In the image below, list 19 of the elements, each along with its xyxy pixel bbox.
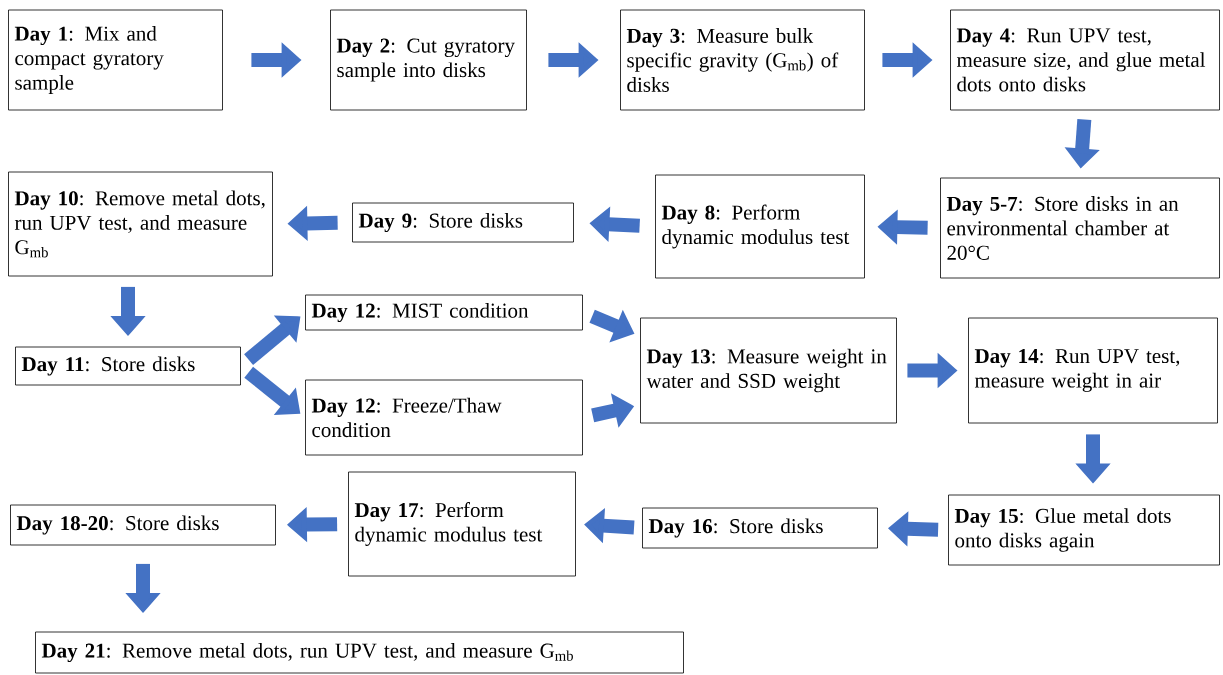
step-box: Day 17: Perform dynamic modulus test <box>348 471 576 577</box>
step-box: Day 21: Remove metal dots, run UPV test, and measure G$_{mb}$ <box>35 631 684 674</box>
step-box: Day 18-20: Store disks <box>10 504 276 546</box>
step-box: Day 11: Store disks <box>15 346 241 386</box>
step-box: Day 8: Perform dynamic modulus test <box>655 174 865 279</box>
step-box: Day 13: Measure weight in water and SSD weight <box>640 317 897 424</box>
step-box: Day 4: Run UPV test, measure size, and glue metal dots onto disks <box>950 9 1220 111</box>
step-box: Day 12: Freeze/Thaw condition <box>305 379 583 456</box>
step-box: Day 3: Measure bulk specific gravity (G$_{mb}$) of disks <box>620 9 865 111</box>
block-arrow <box>244 315 301 365</box>
step-box: Day 10: Remove metal dots, run UPV test, and measure G$_{mb}$ <box>8 171 273 277</box>
step-box: Day 9: Store disks <box>352 202 574 243</box>
step-box: Day 1: Mix and compact gyratory sample <box>8 9 223 111</box>
step-box: Day 15: Glue metal dots onto disks again <box>948 494 1220 566</box>
step-box: Day 5-7: Store disks in an environmental chamber at 20°C <box>940 177 1220 279</box>
step-box: Day 12: MIST condition <box>305 294 583 331</box>
step-box: Day 14: Run UPV test, measure weight in air <box>968 317 1218 424</box>
step-box: Day 2: Cut gyratory sample into disks <box>330 9 527 111</box>
step-box: Day 16: Store disks <box>642 507 878 549</box>
